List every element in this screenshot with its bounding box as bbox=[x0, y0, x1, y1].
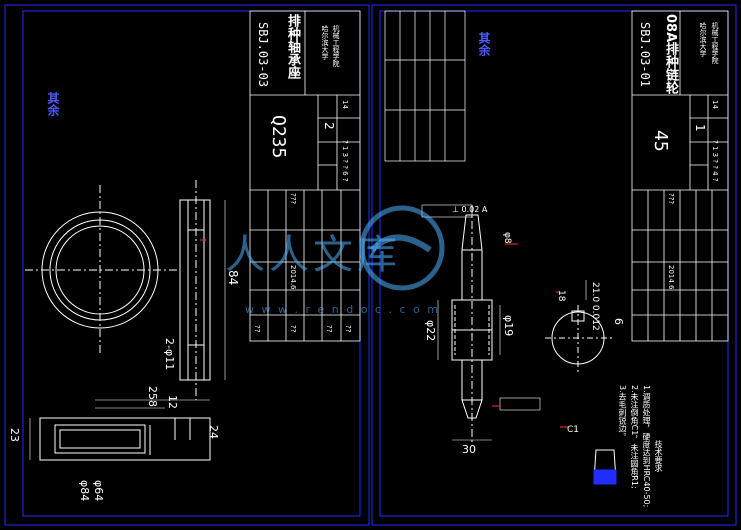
right-chamfer: C1 bbox=[567, 425, 580, 435]
right-drawing-number: SBJ.03-01 bbox=[638, 22, 652, 88]
tech-req-title: 技术要求 bbox=[654, 440, 663, 472]
left-note-mark: 其余 bbox=[46, 92, 60, 116]
red-dimension-accents bbox=[200, 239, 568, 428]
right-title-block bbox=[631, 10, 729, 342]
tech-req-item-3: 3.去毛刺锐边。 bbox=[618, 385, 627, 441]
right-key-section bbox=[545, 305, 612, 372]
left-dim-24: 24 bbox=[207, 425, 220, 439]
left-part-name: 排种轴承座 bbox=[285, 14, 300, 79]
right-sheet-border bbox=[371, 4, 737, 526]
watermark-logo bbox=[359, 205, 445, 291]
right-note-mark: 其余 bbox=[477, 32, 491, 56]
left-front-section bbox=[39, 417, 211, 461]
right-scale: 1 bbox=[693, 124, 707, 132]
left-dim-2x-phi: 2-φ11 bbox=[163, 338, 176, 371]
left-material: Q235 bbox=[268, 115, 289, 159]
left-weight-codes: ? 1 3 ? ? 6 ? bbox=[341, 140, 349, 182]
right-dim-phi19: φ19 bbox=[502, 315, 515, 337]
right-revision-table bbox=[384, 10, 466, 162]
right-company-line1: 哈尔滨大学 bbox=[699, 22, 707, 57]
right-material: 45 bbox=[650, 130, 671, 152]
left-sheets: 14 bbox=[341, 100, 349, 109]
right-company-line2: 机械工程学院 bbox=[711, 22, 719, 64]
left-dim-phi64: φ64 bbox=[92, 480, 105, 502]
left-sheet-inner-border bbox=[22, 10, 361, 517]
right-part-name: 08A排种链轮 bbox=[663, 14, 678, 95]
left-company-line1: 哈尔滨大学 bbox=[321, 25, 329, 60]
right-tolerance-code: ??? bbox=[667, 193, 675, 205]
left-scale: 2 bbox=[322, 122, 336, 130]
right-tech-req: 技术要求 1.调质处理，硬度达到HRC40-50; 2.未注倒角C1，未注圆角R… bbox=[616, 385, 664, 507]
left-date: 2014.6 bbox=[289, 265, 297, 290]
right-date: 2014.6 bbox=[667, 265, 675, 290]
left-sig-1: ?? bbox=[253, 325, 261, 333]
left-dim-12: 12 bbox=[166, 395, 179, 409]
right-dim-21: 21.0 0.012 bbox=[590, 282, 600, 331]
right-detail-view bbox=[593, 449, 617, 485]
right-dim-phi8: φ8 bbox=[502, 232, 512, 244]
left-side-view bbox=[179, 180, 211, 400]
tech-req-item-2: 2.未注倒角C1，未注圆角R1; bbox=[630, 385, 639, 489]
left-top-view bbox=[25, 185, 180, 355]
left-title-block bbox=[249, 10, 361, 342]
left-tolerance-code: ??? bbox=[289, 193, 297, 205]
tech-req-item-1: 1.调质处理，硬度达到HRC40-50; bbox=[642, 385, 651, 508]
right-sheets: 14 bbox=[711, 100, 719, 109]
right-dim-phi22: φ22 bbox=[424, 320, 437, 342]
left-dim-phi84: φ84 bbox=[78, 480, 91, 502]
left-company-line2: 机械工程学院 bbox=[332, 25, 340, 67]
left-dim-23: 23 bbox=[8, 428, 21, 442]
left-sig-2: ?? bbox=[289, 325, 297, 333]
right-dim-30: 30 bbox=[462, 443, 476, 456]
left-dim-84: 84 bbox=[226, 270, 240, 286]
right-shaft-view bbox=[451, 205, 493, 445]
left-sig-4: ?? bbox=[344, 325, 352, 333]
left-sheet-border bbox=[4, 4, 370, 526]
left-sig-3: ?? bbox=[325, 325, 333, 333]
right-dim-key: 6 bbox=[612, 318, 625, 325]
left-drawing-number: SBJ.03-03 bbox=[256, 22, 270, 88]
right-dim-18: 18 bbox=[556, 290, 566, 302]
left-dimensions bbox=[29, 200, 226, 460]
right-gdt-box: ⊥ 0.02 A bbox=[452, 205, 488, 214]
left-dim-258: 258 bbox=[146, 386, 159, 407]
right-weight-codes: ? 1 3 ? ? 4 ? bbox=[711, 140, 719, 182]
